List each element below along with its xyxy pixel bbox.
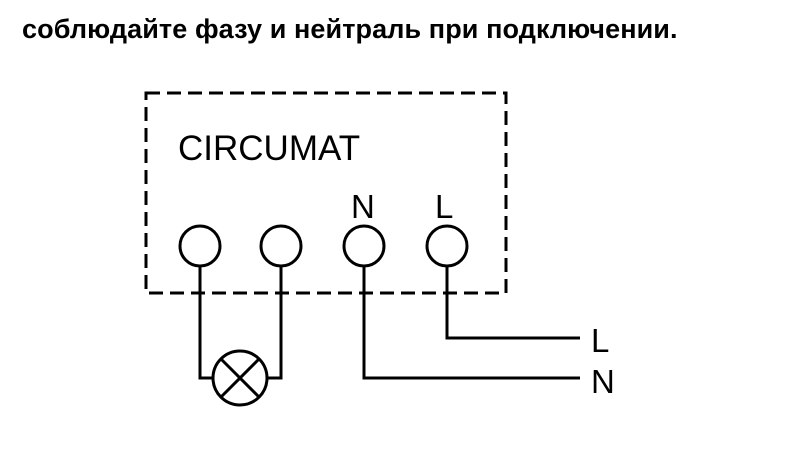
device-name: CIRCUMAT bbox=[178, 129, 360, 168]
wire-label-n: N bbox=[591, 363, 615, 400]
line-wire bbox=[445, 266, 580, 340]
lamp-wire-left bbox=[198, 266, 213, 380]
terminal-l bbox=[425, 224, 469, 268]
terminal-1 bbox=[178, 224, 222, 268]
diagram-caption: соблюдайте фазу и нейтраль при подключен… bbox=[22, 14, 678, 44]
device-enclosure bbox=[144, 91, 508, 295]
terminal-2 bbox=[259, 224, 303, 268]
lamp-icon bbox=[211, 349, 269, 407]
wire-label-l: L bbox=[591, 322, 609, 359]
lamp-wire-right bbox=[267, 266, 283, 380]
terminal-label-n: N bbox=[351, 188, 375, 225]
neutral-wire bbox=[362, 266, 580, 380]
terminal-n bbox=[342, 224, 386, 268]
terminal-label-l: L bbox=[435, 188, 453, 225]
